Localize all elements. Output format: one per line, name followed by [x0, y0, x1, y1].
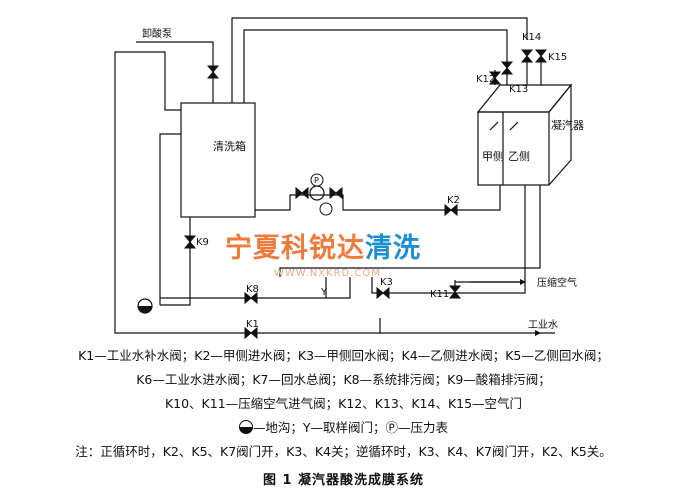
pipe-top-inner: [243, 29, 508, 103]
pipe-k9-drain: [160, 217, 191, 306]
acid-valve-icon: [206, 65, 220, 79]
legend-line-4: —地沟；Y—取样阀门；Ⓟ—压力表: [0, 420, 687, 436]
ground-drain-legend-icon: [238, 420, 253, 434]
label-k9: K9: [196, 237, 209, 248]
pipe-top-outer: [231, 17, 528, 103]
k9-valve-icon: [183, 235, 197, 249]
k12-valve-icon: [488, 71, 502, 85]
k15-valve-icon: [534, 49, 548, 63]
legend-line-4-text: —地沟；Y—取样阀门；Ⓟ—压力表: [252, 420, 449, 435]
acid-pump-line: [136, 41, 214, 103]
pump-valve-right-icon: [329, 186, 343, 200]
pump-symbol: [309, 185, 325, 201]
pipe-k8: [160, 277, 351, 299]
pump-valve-left-icon: [295, 186, 309, 200]
legend-line-2: K6—工业水进水阀；K7—回水总阀；K8—系统排污阀；K9—酸箱排污阀；: [136, 372, 551, 387]
pressure-gauge-lower-icon: [319, 202, 333, 216]
label-k8: K8: [246, 284, 259, 295]
watermark: 宁夏科锐达清洗: [225, 226, 421, 265]
label-acid-pump: 卸酸泵: [142, 27, 172, 40]
pipe-left-outer: [114, 51, 500, 334]
label-side-b: 乙侧: [508, 150, 530, 163]
label-k12: K12: [476, 74, 495, 85]
k1-valve-icon: [244, 326, 258, 340]
pipe-k3-return: [371, 185, 526, 294]
pipe-left-inner: [159, 133, 181, 305]
label-compressed-air: 压缩空气: [537, 276, 577, 289]
label-k3: K3: [380, 277, 393, 288]
cleaning-tank: [180, 102, 256, 218]
label-industrial-water: 工业水: [528, 319, 558, 331]
k3-valve-icon: [376, 286, 390, 300]
condenser-side: [548, 83, 572, 186]
pipe-outlet: [255, 185, 501, 211]
label-condenser: 凝汽器: [551, 118, 584, 132]
watermark-url: WWW.NXKRD.COM: [274, 268, 381, 279]
legend-line-3: K10、K11—压缩空气进气阀；K12、K13、K14、K15—空气门: [164, 396, 523, 411]
label-side-a: 甲侧: [482, 150, 504, 163]
label-k1: K1: [246, 319, 259, 330]
condenser-internal: [489, 121, 519, 131]
watermark-brand: 宁夏科锐达: [225, 233, 365, 264]
legend-line-1: K1—工业水补水阀；K2—甲侧进水阀；K3—甲侧回水阀；K4—乙侧进水阀；K5—…: [78, 348, 609, 363]
water-arrow-icon: [535, 330, 541, 336]
pipe-right-return: [279, 185, 541, 277]
ground-drain-fill: [138, 306, 152, 313]
legend-note: 注：正循环时，K2、K5、K7阀门开，K3、K4关；逆循环时，K3、K4、K7阀…: [75, 444, 612, 459]
k14-valve-icon: [520, 49, 534, 63]
pipe-industrial-water: [379, 318, 555, 334]
k2-valve-icon: [444, 203, 458, 217]
k13-valve-icon: [500, 61, 514, 75]
label-k14: K14: [522, 32, 541, 43]
k11-valve-icon: [448, 285, 462, 299]
label-k11: K11: [430, 289, 449, 300]
label-k15: K15: [548, 52, 567, 63]
k8-valve-icon: [244, 291, 258, 305]
label-tank-text: 清洗箱: [213, 139, 246, 153]
air-vent-pipes: [494, 48, 542, 85]
figure-caption: 图 1 凝汽器酸洗成膜系统: [262, 473, 425, 488]
air-arrow-icon: [520, 279, 526, 285]
label-k13: K13: [509, 84, 528, 95]
label-sample-y: Y: [320, 287, 328, 298]
label-k2: K2: [447, 195, 460, 206]
label-tank: 清洗箱: [213, 139, 246, 153]
label-gauge-p: P: [314, 176, 319, 185]
pressure-gauge-icon: [310, 173, 324, 187]
condenser-body: [477, 111, 550, 186]
watermark-suffix: 清洗: [365, 233, 421, 264]
